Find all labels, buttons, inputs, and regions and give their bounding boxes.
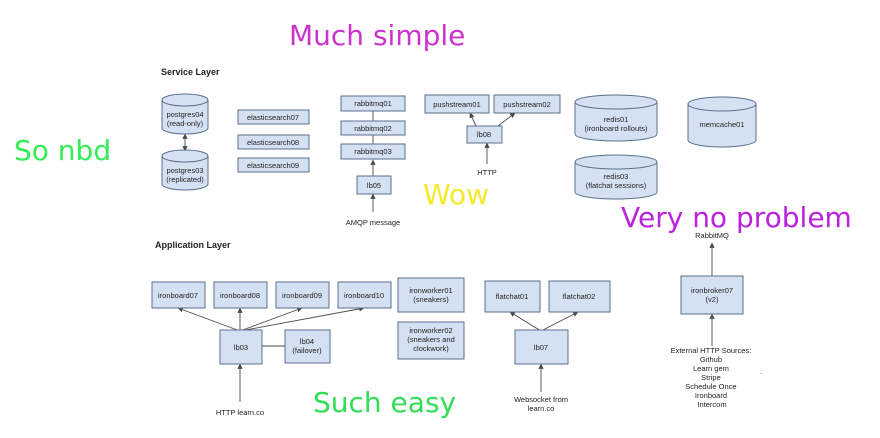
rmq01-label: rabbitmq01: [354, 99, 392, 108]
lb07-box: [514, 329, 569, 365]
postgres04-label: postgres04(read-only): [166, 110, 203, 128]
edge-lb03-ib09: [239, 307, 303, 332]
fc01-label: flatchat01: [496, 292, 529, 301]
http-learn-co-label: HTTP learn.co: [216, 408, 264, 417]
external-sources-label: External HTTP Sources: Github Learn gem …: [671, 346, 754, 409]
redis03-cylinder: [574, 154, 658, 200]
ib09-box: [275, 281, 330, 309]
ps02-label: pushstream02: [503, 100, 551, 109]
lb04-box: [284, 329, 331, 364]
service-layer-heading: Service Layer: [161, 67, 220, 77]
postgres04-cylinder: [161, 93, 209, 135]
ib07-label: ironboard07: [158, 291, 198, 300]
ib08-label: ironboard08: [220, 291, 260, 300]
edge-lb07-fc01: [509, 311, 542, 332]
rmq03-box: [340, 143, 406, 160]
meme-so-nbd: So nbd: [14, 134, 111, 167]
http-label: HTTP: [477, 168, 497, 177]
edge-lb08-ps02: [497, 112, 516, 127]
es08-box: [237, 134, 310, 150]
rmq03-label: rabbitmq03: [354, 147, 392, 156]
iw01-box: [397, 277, 465, 313]
edge-lb08-ps01: [469, 112, 477, 127]
meme-such-easy: Such easy: [313, 386, 456, 419]
lb08-label: lb08: [477, 130, 491, 139]
memcache01-label: memcache01: [699, 120, 744, 129]
redis01-label: redis01(ironboard rollouts): [585, 115, 648, 133]
ib07-box: [151, 281, 206, 309]
redis03-label: redis03(flatchat sessions): [586, 172, 647, 190]
edges: [177, 111, 715, 402]
irb07-box: [680, 275, 744, 315]
meme-much-simple: Much simple: [289, 19, 465, 52]
es08-label: elasticsearch08: [247, 138, 299, 147]
lb03-label: lb03: [234, 343, 248, 352]
edge-lb07-fc02: [540, 311, 579, 332]
postgres03-cylinder: [161, 149, 209, 191]
postgres03-label: postgres03(replicated): [166, 166, 204, 184]
lb05-label: lb05: [367, 181, 381, 190]
edge-lb03-ib10: [239, 306, 365, 332]
rmq01-box: [340, 95, 406, 112]
es07-label: elasticsearch07: [247, 113, 299, 122]
ps02-box: [493, 94, 561, 114]
fc02-label: flatchat02: [563, 292, 596, 301]
fc02-box: [548, 280, 611, 313]
ib10-label: ironboard10: [344, 291, 384, 300]
edge-lb03-ib07: [177, 307, 241, 332]
meme-very-no-problem: Very no problem: [621, 201, 852, 234]
lb04-label: lb04(failover): [292, 337, 322, 355]
iw01-label: ironworker01(sneakers): [409, 286, 452, 304]
ps01-box: [424, 94, 490, 114]
ib09-label: ironboard09: [282, 291, 322, 300]
ps01-label: pushstream01: [433, 100, 481, 109]
iw02-box: [397, 321, 465, 360]
ib10-box: [337, 281, 392, 309]
meme-wow: Wow: [423, 178, 489, 211]
rmq02-label: rabbitmq02: [354, 124, 392, 133]
lb05-box: [356, 175, 392, 195]
stray-dot: .: [760, 367, 762, 376]
fc01-box: [484, 280, 541, 313]
es09-box: [237, 157, 310, 173]
irb07-label: ironbroker07(v2): [691, 286, 733, 304]
es09-label: elasticsearch09: [247, 161, 299, 170]
amqp-message-label: AMQP message: [346, 218, 400, 227]
rmq02-box: [340, 120, 406, 136]
lb08-box: [466, 125, 503, 144]
memcache01-cylinder: [687, 96, 757, 148]
lb07-label: lb07: [534, 343, 548, 352]
lb03-box: [219, 329, 263, 365]
redis01-cylinder: [574, 94, 658, 142]
application-layer-heading: Application Layer: [155, 240, 231, 250]
es07-box: [237, 109, 310, 125]
rabbitmq-label: RabbitMQ: [695, 231, 729, 240]
ib08-box: [213, 281, 268, 309]
